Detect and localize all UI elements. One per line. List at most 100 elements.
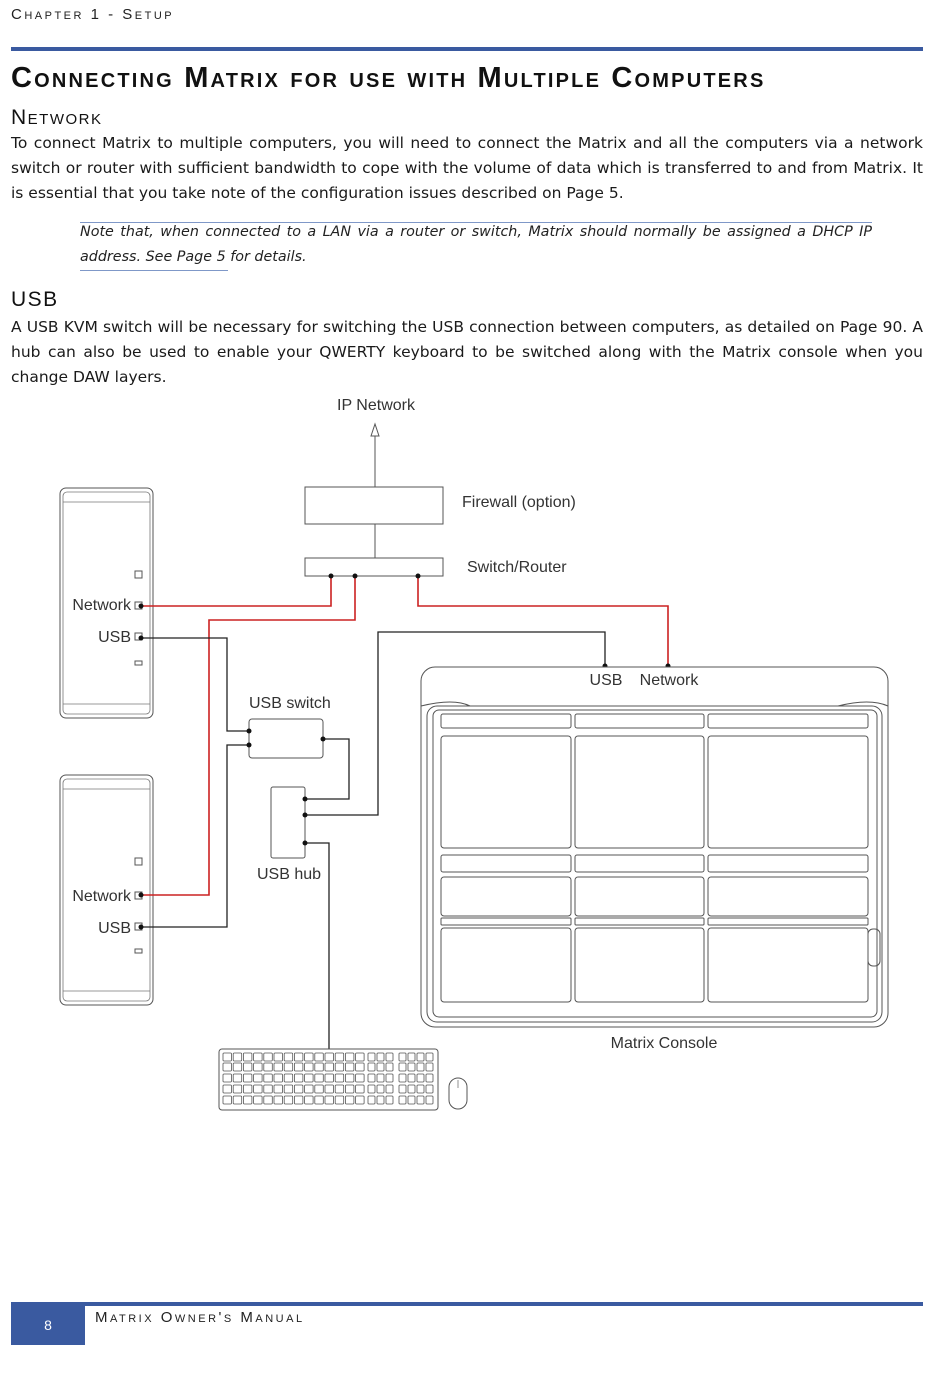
console-network-label: Network xyxy=(640,672,700,689)
keyboard-key xyxy=(314,1073,324,1083)
footer-rule xyxy=(11,1302,923,1306)
usb-switch-box xyxy=(248,718,324,759)
keyboard-key xyxy=(283,1052,294,1062)
keyboard-key xyxy=(344,1084,355,1094)
keyboard-key xyxy=(334,1084,345,1094)
keyboard-key xyxy=(367,1062,376,1072)
firewall-label: Firewall (option) xyxy=(462,494,576,511)
keyboard-key xyxy=(222,1095,232,1105)
keyboard-key xyxy=(355,1062,365,1072)
keyboard-key xyxy=(263,1073,273,1083)
keyboard-key xyxy=(283,1062,294,1072)
keyboard-key xyxy=(367,1073,376,1083)
keyboard-key xyxy=(304,1084,314,1094)
keyboard-key xyxy=(324,1084,334,1094)
keyboard-key xyxy=(222,1052,232,1062)
network-cables xyxy=(142,576,669,896)
keyboard-key xyxy=(407,1084,416,1094)
footer-title: Matrix Owner's Manual xyxy=(95,1309,305,1326)
keyboard-key xyxy=(376,1062,385,1072)
keyboard-key xyxy=(407,1062,416,1072)
note-bottom-rule xyxy=(80,270,228,271)
keyboard-key xyxy=(367,1095,376,1105)
keyboard-key xyxy=(425,1073,434,1083)
keyboard-key xyxy=(263,1062,273,1072)
computer-2-network-label: Network xyxy=(72,888,132,905)
keyboard-key xyxy=(398,1062,407,1072)
keyboard-key xyxy=(314,1052,324,1062)
keyboard-key xyxy=(253,1095,263,1105)
matrix-console-label: Matrix Console xyxy=(611,1035,718,1052)
usb-switch-label: USB switch xyxy=(249,695,331,712)
keyboard-key xyxy=(283,1095,294,1105)
keyboard-key xyxy=(376,1073,385,1083)
usb-hub-label: USB hub xyxy=(257,866,321,883)
console-usb-label: USB xyxy=(590,672,623,689)
mouse xyxy=(448,1077,468,1110)
keyboard-key xyxy=(398,1095,407,1105)
computer-1 xyxy=(59,487,154,719)
keyboard-key xyxy=(232,1084,243,1094)
keyboard-key xyxy=(242,1095,253,1105)
dhcp-note: Note that, when connected to a LAN via a… xyxy=(80,224,872,265)
keyboard-key xyxy=(283,1084,294,1094)
keyboard-key xyxy=(425,1084,434,1094)
keyboard-key xyxy=(355,1084,365,1094)
keyboard-key xyxy=(355,1095,365,1105)
keyboard-key xyxy=(293,1095,304,1105)
keyboard-key xyxy=(367,1052,376,1062)
keyboard-key xyxy=(425,1095,434,1105)
keyboard-key xyxy=(273,1095,283,1105)
keyboard-key xyxy=(263,1052,273,1062)
keyboard-key xyxy=(242,1084,253,1094)
keyboard-key xyxy=(407,1052,416,1062)
keyboard-key xyxy=(253,1084,263,1094)
keyboard-key xyxy=(314,1084,324,1094)
keyboard-key xyxy=(253,1062,263,1072)
keyboard-key xyxy=(304,1062,314,1072)
keyboard-key xyxy=(385,1073,394,1083)
keyboard-key xyxy=(344,1052,355,1062)
keyboard-key xyxy=(355,1052,365,1062)
keyboard-key xyxy=(324,1052,334,1062)
keyboard-key xyxy=(222,1062,232,1072)
switch-router-label: Switch/Router xyxy=(467,559,567,576)
keyboard-key xyxy=(398,1073,407,1083)
keyboard-key xyxy=(425,1062,434,1072)
keyboard-key xyxy=(324,1095,334,1105)
keyboard-key xyxy=(314,1095,324,1105)
keyboard-key xyxy=(416,1095,425,1105)
keyboard-key xyxy=(334,1062,345,1072)
keyboard-key xyxy=(334,1095,345,1105)
keyboard-key xyxy=(425,1052,434,1062)
keyboard-key xyxy=(304,1073,314,1083)
keyboard-key xyxy=(344,1095,355,1105)
keyboard-key xyxy=(376,1052,385,1062)
keyboard-key xyxy=(293,1073,304,1083)
keyboard-key xyxy=(367,1084,376,1094)
keyboard-key xyxy=(398,1052,407,1062)
keyboard-key xyxy=(253,1052,263,1062)
computer-2 xyxy=(59,774,154,1006)
firewall-box xyxy=(304,486,444,525)
note-top-rule xyxy=(80,222,872,223)
keyboard-key xyxy=(385,1095,394,1105)
keyboard-key xyxy=(407,1095,416,1105)
keyboard-key xyxy=(385,1052,394,1062)
keyboard-key xyxy=(253,1073,263,1083)
keyboard-key xyxy=(355,1073,365,1083)
keyboard-key xyxy=(263,1084,273,1094)
keyboard-key xyxy=(242,1052,253,1062)
keyboard-key xyxy=(407,1073,416,1083)
keyboard-key xyxy=(416,1062,425,1072)
keyboard-key xyxy=(222,1073,232,1083)
keyboard-key xyxy=(232,1062,243,1072)
keyboard-key xyxy=(324,1073,334,1083)
keyboard-key xyxy=(232,1052,243,1062)
keyboard-key xyxy=(376,1084,385,1094)
keyboard-key xyxy=(344,1062,355,1072)
keyboard-key xyxy=(273,1084,283,1094)
keyboard-key xyxy=(416,1052,425,1062)
keyboard xyxy=(218,1048,439,1111)
arrow-head-icon xyxy=(370,422,380,437)
